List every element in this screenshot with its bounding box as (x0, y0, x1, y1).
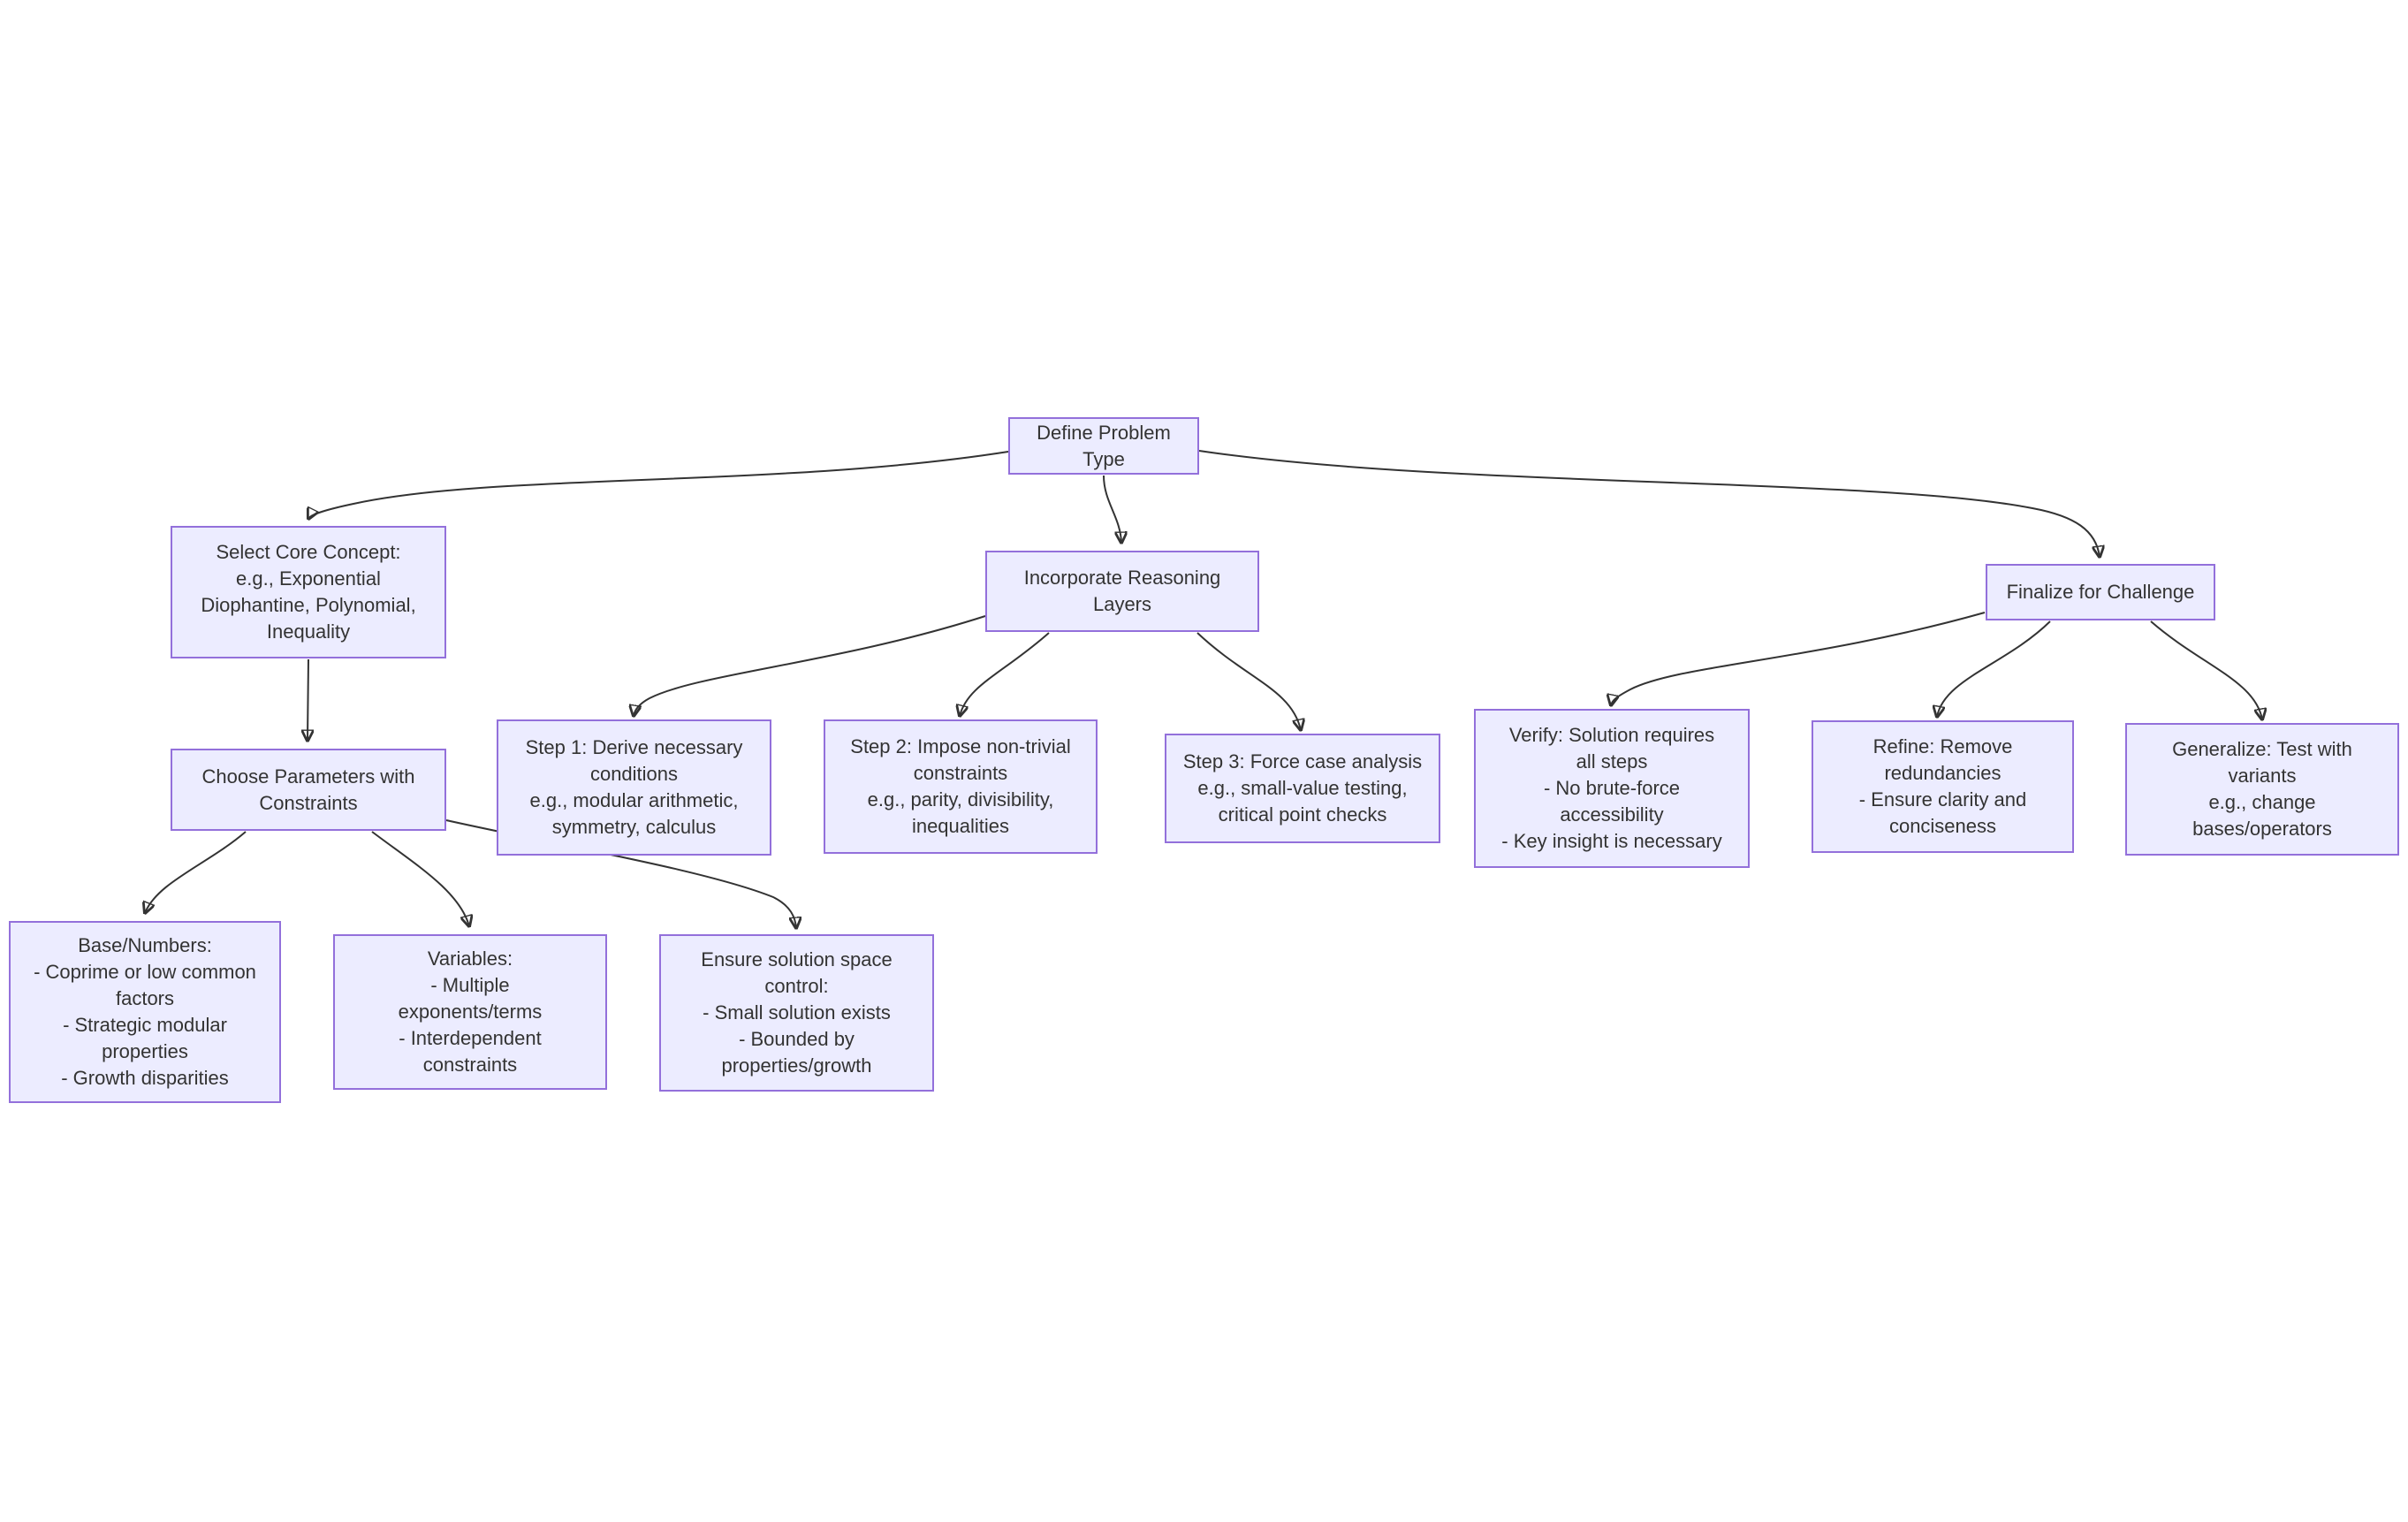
edge-finalize-to-verify (1611, 612, 1986, 705)
node-define-problem-type: Define Problem Type (1008, 417, 1199, 475)
node-base-numbers-label: Base/Numbers: - Coprime or low common fa… (34, 934, 256, 1089)
edge-finalize-to-generalize (2150, 620, 2262, 719)
node-step1-derive-conditions-label: Step 1: Derive necessary conditions e.g.… (525, 736, 743, 838)
node-refine-redundancies: Refine: Remove redundancies - Ensure cla… (1812, 720, 2074, 853)
node-define-problem-type-label: Define Problem Type (1037, 421, 1171, 470)
edge-reasoning-layers-to-step2 (960, 632, 1050, 716)
edge-define-problem-to-select-core (308, 451, 1009, 519)
node-variables-label: Variables: - Multiple exponents/terms - … (398, 947, 543, 1076)
node-generalize-variants: Generalize: Test with variants e.g., cha… (2125, 723, 2399, 856)
node-generalize-variants-label: Generalize: Test with variants e.g., cha… (2172, 738, 2352, 840)
node-choose-parameters-label: Choose Parameters with Constraints (201, 765, 415, 814)
node-step1-derive-conditions: Step 1: Derive necessary conditions e.g.… (497, 719, 771, 856)
node-verify-solution: Verify: Solution requires all steps - No… (1474, 709, 1750, 868)
node-select-core-concept-label: Select Core Concept: e.g., Exponential D… (201, 541, 416, 643)
edge-choose-params-to-base-numbers (145, 831, 247, 913)
node-refine-redundancies-label: Refine: Remove redundancies - Ensure cla… (1858, 735, 2027, 837)
node-finalize-for-challenge-label: Finalize for Challenge (2006, 581, 2195, 603)
node-solution-space-control: Ensure solution space control: - Small s… (659, 934, 934, 1092)
node-finalize-for-challenge: Finalize for Challenge (1986, 564, 2215, 620)
node-step2-impose-constraints: Step 2: Impose non-trivial constraints e… (824, 719, 1098, 854)
node-step3-force-case-analysis-label: Step 3: Force case analysis e.g., small-… (1182, 750, 1423, 826)
node-select-core-concept: Select Core Concept: e.g., Exponential D… (171, 526, 446, 658)
node-solution-space-control-label: Ensure solution space control: - Small s… (701, 948, 893, 1077)
node-verify-solution-label: Verify: Solution requires all steps - No… (1501, 724, 1722, 852)
edge-finalize-to-refine (1937, 620, 2051, 717)
edge-reasoning-layers-to-step3 (1196, 632, 1301, 730)
node-incorporate-reasoning-layers-label: Incorporate Reasoning Layers (1023, 567, 1221, 615)
edge-reasoning-layers-to-step1 (634, 615, 986, 716)
edge-define-problem-to-finalize (1198, 450, 2100, 557)
node-step2-impose-constraints-label: Step 2: Impose non-trivial constraints e… (850, 735, 1071, 837)
node-base-numbers: Base/Numbers: - Coprime or low common fa… (9, 921, 281, 1103)
node-variables: Variables: - Multiple exponents/terms - … (333, 934, 607, 1090)
node-choose-parameters: Choose Parameters with Constraints (171, 749, 446, 831)
node-incorporate-reasoning-layers: Incorporate Reasoning Layers (985, 551, 1259, 632)
edge-choose-params-to-variables (371, 831, 469, 926)
node-step3-force-case-analysis: Step 3: Force case analysis e.g., small-… (1165, 734, 1440, 843)
edge-define-problem-to-reasoning-layers (1103, 475, 1121, 543)
